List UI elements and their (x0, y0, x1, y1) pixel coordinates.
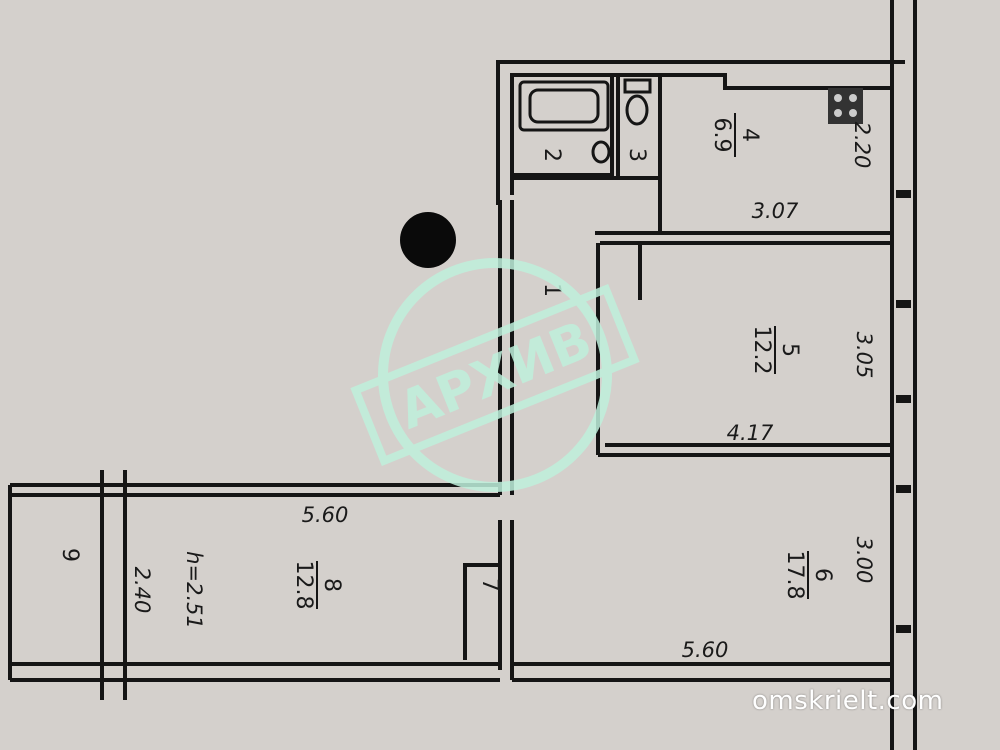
dim-room5-width: 4.17 (727, 421, 774, 445)
room-4-label: 4 6.9 (709, 113, 762, 157)
dim-room6-depth: 3.00 (852, 537, 876, 584)
dim-kitchen-width: 3.07 (752, 199, 799, 223)
bathtub-icon (518, 80, 610, 132)
dim-room8-depth: 2.40 (130, 567, 154, 614)
svg-text:4: 4 (737, 128, 762, 142)
black-dot (400, 212, 456, 268)
svg-text:6.9: 6.9 (709, 118, 734, 153)
dim-room5-depth: 3.05 (852, 332, 876, 379)
room-9-label: 9 (57, 548, 82, 562)
window-openings (896, 190, 911, 633)
dim-room6-width: 5.60 (682, 638, 729, 662)
room-5-label: 5 12.2 (749, 326, 802, 375)
watermark: omskrielt.com (752, 686, 944, 716)
svg-text:12.2: 12.2 (749, 326, 774, 375)
svg-text:8: 8 (319, 578, 344, 592)
room-2-label: 2 (539, 148, 564, 162)
dim-kitchen-depth: 2.20 (850, 122, 874, 169)
svg-text:17.8: 17.8 (782, 551, 807, 600)
room-7-label: 7 (477, 578, 502, 592)
svg-text:12.8: 12.8 (291, 561, 316, 610)
stove-icon (828, 88, 863, 124)
toilet-icon (591, 78, 652, 164)
room-6-label: 6 17.8 (782, 551, 835, 600)
svg-text:5: 5 (777, 343, 802, 357)
room-8-label: 8 12.8 (291, 561, 344, 610)
room-3-label: 3 (624, 148, 649, 162)
svg-text:6: 6 (810, 568, 835, 582)
ceiling-height: h=2.51 (182, 551, 206, 629)
dim-room8-width: 5.60 (302, 503, 349, 527)
